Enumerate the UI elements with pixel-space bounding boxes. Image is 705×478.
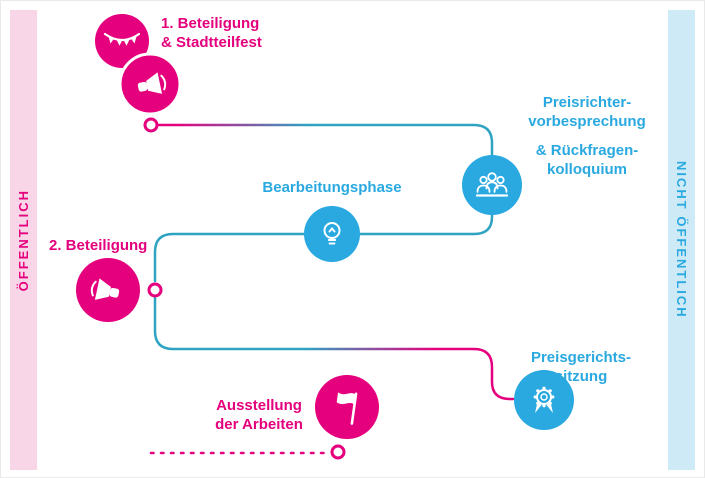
public-band: ÖFFENTLICH (10, 10, 37, 470)
flag-circle (315, 375, 379, 439)
lightbulb-circle (304, 206, 360, 262)
preisgericht-label: Preisgerichts- sitzung (511, 348, 651, 386)
bunting-icon (103, 32, 141, 46)
megaphone-icon (137, 72, 167, 94)
jury-label-line1: Preisrichter- (542, 94, 632, 111)
preisgericht-label-line1: Preisgerichts- (530, 349, 632, 366)
nonpublic-band-label: NICHT ÖFFENTLICH (674, 161, 689, 319)
megaphone-icon-2 (90, 278, 120, 300)
flag-icon (336, 392, 358, 425)
medal-icon (533, 386, 555, 413)
nonpublic-band: NICHT ÖFFENTLICH (668, 10, 695, 470)
lightbulb-icon (323, 222, 341, 245)
jury-label-line4: kolloquium (547, 161, 627, 178)
jury-label-line3: & Rückfragen- (535, 142, 639, 159)
connector-line-1 (156, 123, 494, 157)
preisgericht-label-line2: sitzung (554, 368, 608, 385)
ausstellung-label-line2: der Arbeiten (215, 416, 303, 433)
jury-label-line2: vorbesprechung (528, 113, 646, 130)
step1-label: 1. Beteiligung & Stadtteilfest (161, 14, 262, 52)
connector-node-2 (147, 282, 163, 298)
connector-line-3 (153, 296, 515, 401)
bearbeitungsphase-label-line1: Bearbeitungsphase (262, 179, 402, 196)
step1-label-line1: 1. Beteiligung (161, 15, 260, 32)
step2-label-line1: 2. Beteiligung (49, 237, 148, 254)
bearbeitungsphase-label: Bearbeitungsphase (247, 178, 417, 197)
jury-icon (475, 172, 509, 197)
connector-node-3 (330, 444, 346, 460)
jury-circle (462, 155, 522, 215)
connector-node-1 (143, 117, 159, 133)
ausstellung-label: Ausstellung der Arbeiten (189, 396, 329, 434)
step1-label-line2: & Stadtteilfest (161, 34, 262, 51)
jury-label: Preisrichter- vorbesprechung & Rückfrage… (506, 93, 668, 179)
step2-label: 2. Beteiligung (49, 236, 147, 255)
ausstellung-label-line1: Ausstellung (216, 397, 302, 414)
